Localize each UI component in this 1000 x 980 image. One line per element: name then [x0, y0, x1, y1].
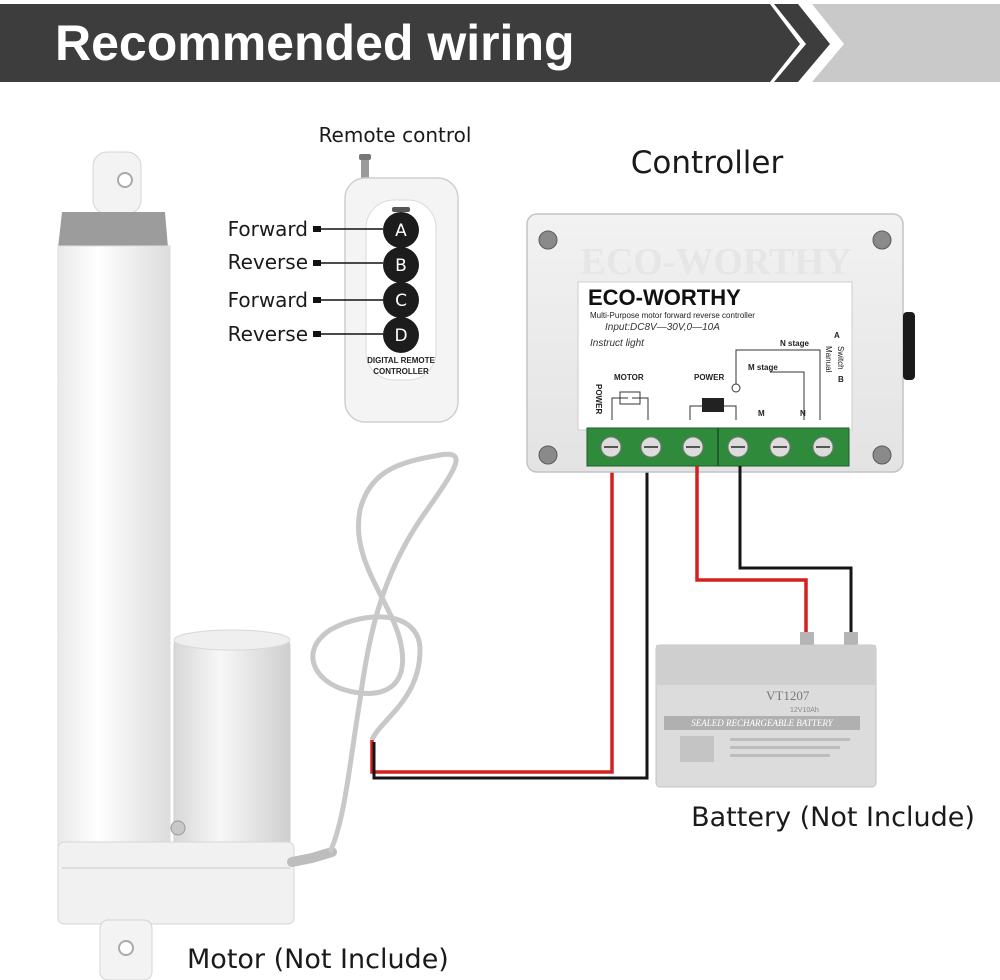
controller-m-terminal: M: [758, 409, 765, 418]
remote-caption-1: DIGITAL REMOTE: [367, 356, 435, 365]
controller-box: ECO-WORTHY ECO-WORTHY Multi-Purpose moto…: [526, 213, 915, 473]
controller-instruct-light: Instruct light: [590, 338, 645, 349]
controller-a-label: A: [834, 331, 840, 340]
legend-reverse-b: Reverse: [228, 250, 308, 274]
controller-power-label: POWER: [694, 373, 724, 382]
screw-icon: [872, 445, 892, 465]
controller-input-rating: Input:DC8V—30V,0—10A: [605, 322, 720, 333]
terminal-screws: [600, 436, 834, 458]
remote-caption-2: CONTROLLER: [373, 367, 429, 376]
actuator-collar: [58, 212, 168, 248]
legend-forward-c: Forward: [228, 288, 308, 312]
actuator-bottom-hole: [118, 940, 134, 956]
screw-icon: [872, 230, 892, 250]
battery-label: Battery (Not Include): [691, 802, 975, 833]
actuator-top-hole: [117, 172, 133, 188]
motor-wire-black: [372, 468, 649, 780]
remote-legend: Forward Reverse Forward Reverse: [228, 217, 383, 346]
battery-model: VT1207: [766, 688, 810, 703]
controller-motor-label: MOTOR: [614, 373, 644, 382]
stage-schematic: [689, 349, 821, 420]
cable-strain-relief: [287, 847, 337, 867]
header-chevron-light: [812, 4, 1000, 82]
motor-cable: [310, 451, 459, 854]
screw-icon: [538, 230, 558, 250]
actuator-tube: [57, 245, 171, 857]
remote-button-b[interactable]: B: [383, 247, 419, 283]
legend-forward-a: Forward: [228, 217, 308, 241]
controller-switch: Switch: [836, 346, 845, 370]
controller-n-stage: N stage: [780, 339, 809, 348]
motor-label: Motor (Not Include): [187, 944, 449, 975]
battery-wire-black: [738, 466, 853, 642]
motor-schematic: [611, 391, 649, 420]
power-schematic: [702, 398, 724, 412]
remote-button-c-label: C: [395, 291, 407, 311]
controller-brand: ECO-WORTHY: [588, 285, 741, 310]
remote-button-b-label: B: [395, 256, 407, 276]
battery: VT1207 12V10Ah SEALED RECHARGEABLE BATTE…: [655, 632, 877, 788]
remote-title: Remote control: [319, 123, 472, 147]
legend-reverse-d: Reverse: [228, 322, 308, 346]
header-chevron-dark: [774, 4, 830, 82]
controller-m-stage: M stage: [748, 363, 778, 372]
rocker-switch[interactable]: [903, 312, 915, 380]
remote-button-c[interactable]: C: [383, 282, 419, 318]
battery-rating: 12V10Ah: [790, 707, 819, 714]
battery-banner: SEALED RECHARGEABLE BATTERY: [691, 718, 833, 728]
battery-wire-red: [695, 466, 808, 642]
led-indicator: [392, 207, 410, 212]
controller-subtitle: Multi-Purpose motor forward reverse cont…: [590, 311, 755, 320]
antenna-icon: [361, 158, 369, 182]
header-bar: [0, 4, 800, 82]
motor-wire-red: [370, 468, 614, 774]
remote-button-a-label: A: [395, 221, 407, 241]
remote-control: Remote control A B C D DIGITAL REMOTE CO…: [319, 123, 472, 423]
linear-actuator: [57, 151, 459, 980]
remote-button-a[interactable]: A: [383, 212, 419, 248]
header-banner: Recommended wiring: [0, 4, 1000, 82]
controller-title: Controller: [631, 145, 784, 181]
actuator-gearbox: [57, 841, 295, 925]
controller-n-terminal: N: [800, 409, 806, 418]
page-title: Recommended wiring: [55, 15, 575, 71]
battery-terminal-negative: [844, 632, 858, 646]
controller-power-side: POWER: [594, 384, 603, 414]
motor-can: [173, 635, 291, 859]
screw-icon: [170, 820, 186, 836]
remote-button-d[interactable]: D: [383, 317, 419, 353]
motor-can-top: [173, 629, 291, 651]
battery-terminal-positive: [800, 632, 814, 646]
remote-button-d-label: D: [394, 326, 407, 346]
controller-b-label: B: [838, 375, 844, 384]
screw-icon: [538, 445, 558, 465]
embossed-brand: ECO-WORTHY: [580, 241, 851, 283]
recycle-icon: [680, 736, 714, 762]
actuator-top-mount: [92, 151, 142, 215]
controller-manual: Manual: [824, 346, 833, 372]
